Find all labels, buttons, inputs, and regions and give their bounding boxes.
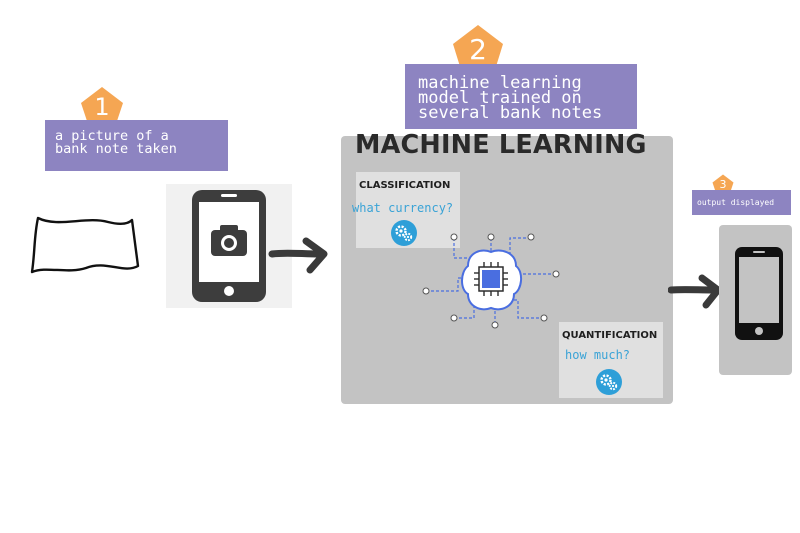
brain-chip-icon [422, 233, 560, 329]
step-1-caption: a picture of a bank note taken [45, 120, 228, 171]
phone-output-icon [735, 247, 783, 340]
quantification-question: how much? [565, 348, 631, 362]
step-1-badge: 1 [80, 86, 124, 128]
phone-camera-icon [192, 190, 266, 302]
quantification-gears-icon [596, 369, 622, 395]
classification-gears-icon [391, 220, 417, 246]
step-3-badge: 3 [712, 174, 734, 195]
quantification-title: QUANTIFICATION [562, 330, 658, 341]
step-2-caption: machine learning model trained on severa… [405, 64, 637, 129]
classification-title: CLASSIFICATION [359, 180, 451, 191]
step-3-caption: output displayed [692, 190, 791, 215]
classification-question: what currency? [352, 201, 454, 215]
step-2-number: 2 [469, 32, 487, 66]
pentagon-badge-icon [453, 25, 503, 73]
gears-icon [395, 225, 413, 242]
gears-icon [600, 374, 618, 391]
banknote-icon [30, 216, 140, 274]
pentagon-badge-icon [81, 87, 123, 127]
arrow-right-icon [268, 237, 328, 274]
machine-learning-panel: MACHINE LEARNING CLASSIFICATION what cur… [341, 130, 673, 404]
quantification-card: QUANTIFICATION how much? [559, 322, 663, 398]
arrow-right-icon [668, 274, 722, 309]
classification-card: CLASSIFICATION what currency? [352, 172, 460, 248]
step-2-badge: 2 [452, 24, 504, 74]
ml-panel-title: MACHINE LEARNING [355, 130, 647, 160]
step-1-number: 1 [94, 93, 110, 121]
step-3-number: 3 [719, 178, 727, 191]
pentagon-badge-icon [712, 174, 734, 195]
